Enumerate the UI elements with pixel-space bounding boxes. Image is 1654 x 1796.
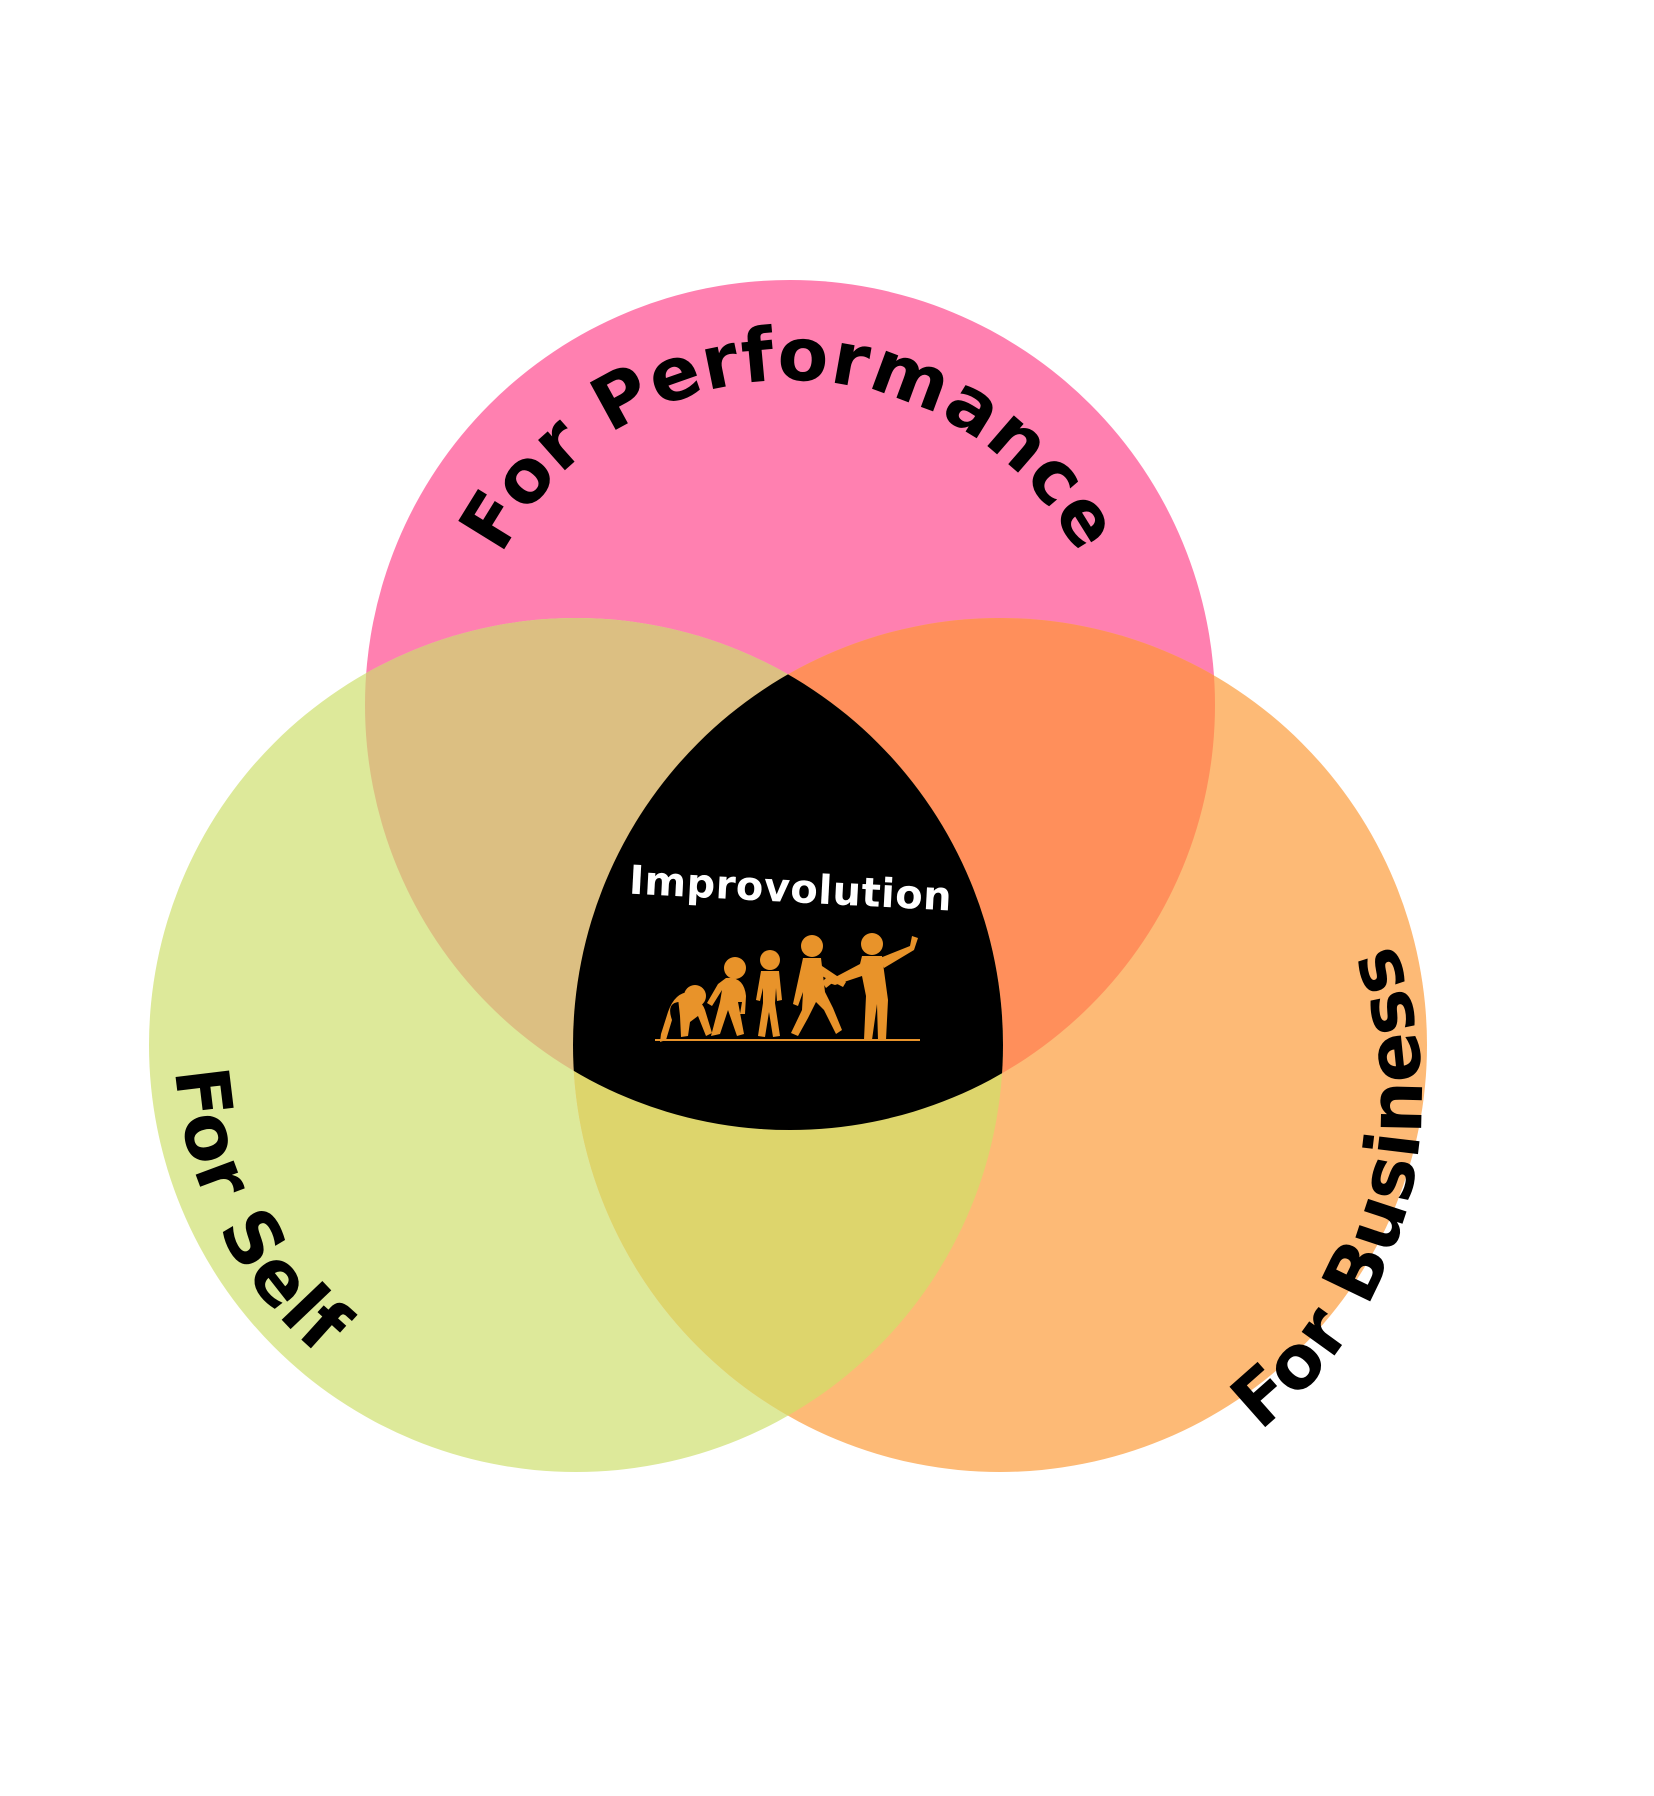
venn-center-region [573, 618, 1003, 1130]
ape-figure-icon [660, 985, 712, 1042]
hominid-figure-icon [707, 957, 746, 1036]
early-human-figure-icon [756, 950, 782, 1037]
modern-human-figure-icon [822, 933, 918, 1040]
evolution-silhouettes-icon [655, 933, 920, 1042]
